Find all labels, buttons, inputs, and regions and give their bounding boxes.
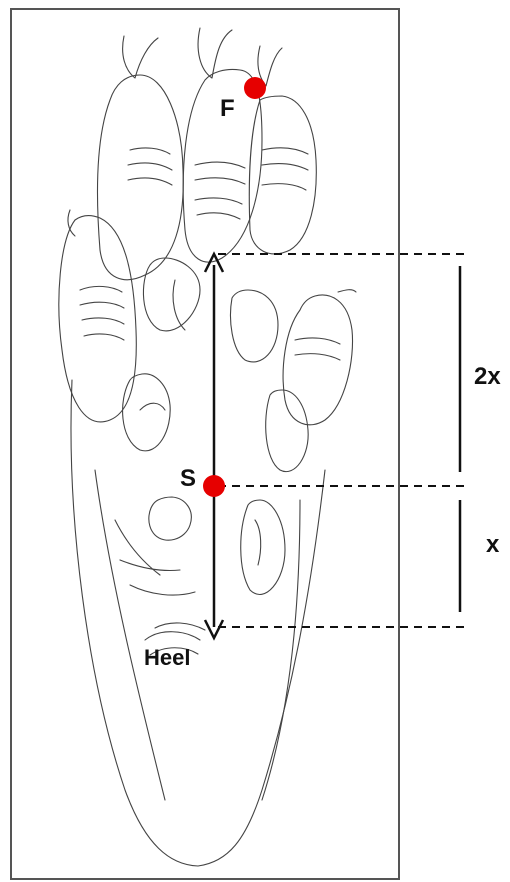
label-f: F — [220, 95, 235, 122]
pad-right — [266, 390, 308, 472]
digit-right — [283, 295, 352, 425]
label-x: x — [486, 531, 500, 558]
point-f-marker — [244, 77, 266, 99]
point-s-marker — [203, 475, 225, 497]
digit-left — [59, 216, 136, 422]
label-2x: 2x — [474, 363, 501, 390]
measurement-guides — [205, 254, 468, 638]
digit-2 — [97, 75, 183, 280]
digit-4 — [249, 96, 316, 254]
label-s: S — [180, 465, 196, 492]
pad-lower-right — [241, 500, 285, 594]
pad-mid-right — [231, 290, 278, 362]
pad-left — [123, 374, 171, 451]
paw-outline — [59, 28, 356, 866]
heel-shaft — [71, 380, 325, 866]
label-heel: Heel — [144, 645, 190, 670]
pad-upper — [143, 258, 200, 331]
pad-circle — [149, 497, 191, 540]
figure-frame — [11, 9, 399, 879]
